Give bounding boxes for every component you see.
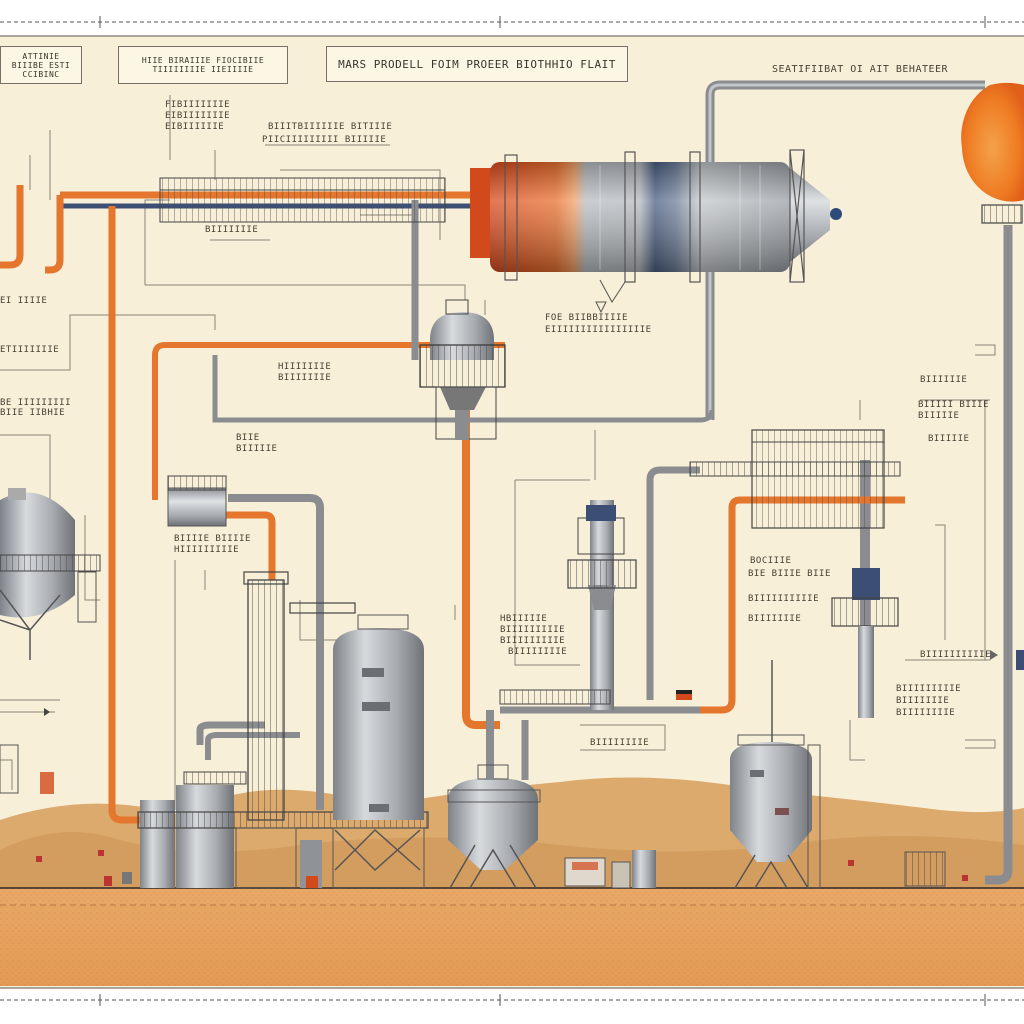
cooler-rack — [689, 429, 901, 529]
annotation-label: BIIITBIIIIIIE BITIIIE — [268, 122, 393, 132]
annotation-label: HIIIIIIIE — [278, 362, 332, 372]
annotation-label: BIIIIIIIIIIE — [748, 594, 820, 604]
annotation-label: EI IIIIE — [0, 296, 48, 306]
left-sphere-tank — [0, 488, 101, 660]
ladder-structure — [243, 571, 356, 821]
annotation-label: FOE BIIBBIIIIE — [545, 313, 628, 323]
corner-label: SEATIFIIBAT OI AIT BEHATEER — [772, 64, 949, 75]
header-box-center-left: HIIE BIRAIIIE FIOCIBIIE TIIIIIIIIE IIEII… — [118, 46, 288, 84]
ground-equipment — [0, 690, 968, 889]
annotation-label: BIIE IIBHIE — [0, 408, 66, 418]
big-storage-tank — [332, 614, 425, 889]
annotation-label: BOCIIIE — [750, 556, 792, 566]
leader-lines — [0, 95, 996, 810]
main-reactor — [470, 149, 842, 283]
annotation-label: BIIIIIE — [236, 444, 278, 454]
annotation-label: BIIIII BIIIE — [918, 400, 990, 410]
annotation-label: ETIIIIIIIE — [0, 345, 60, 355]
annotation-label: FIBIIIIIIIE — [165, 100, 231, 110]
annotation-label: EIIIIIIIIIIIIIIIIE — [545, 325, 652, 335]
pipe-rack-top — [159, 177, 446, 223]
annotation-label: BIIIIIIIE — [896, 696, 950, 706]
right-stack — [981, 204, 1024, 670]
pipe-orange-separator — [462, 400, 500, 729]
annotation-label: BIE BIIIE BIIE — [748, 569, 831, 579]
distillation-column — [499, 500, 637, 710]
annotation-label: BIIE — [236, 433, 260, 443]
annotation-label: BIIIIIIIE — [205, 225, 259, 235]
pipe-orange-right — [700, 496, 905, 714]
annotation-label: HBIIIIIE — [500, 614, 548, 624]
cone-hopper-center — [447, 764, 541, 889]
annotation-label: BIIIIIIIE — [748, 614, 802, 624]
dimension-line-bottom — [0, 987, 1024, 1006]
annotation-label: EIBIIIIIIIE — [165, 111, 231, 121]
annotation-label: BE IIIIIIIII — [0, 398, 72, 408]
header-box-left: ATTINIE BIIIBE ESTI CCIBINC — [0, 46, 82, 84]
pipe-gray-loop-inner — [708, 83, 985, 420]
arrow-head-3 — [595, 301, 607, 314]
diagram-title: MARS PRODELL FOIM PROEER BIOTHHIO FLAIT — [326, 46, 628, 82]
pipe-orange-left-1 — [45, 195, 64, 274]
arrow-head-2 — [990, 650, 998, 660]
pipe-gray-bundle — [196, 721, 265, 745]
heat-exchanger-small — [167, 475, 227, 527]
annotation-label: BIIIIIIIIIE — [500, 625, 566, 635]
annotation-label: EIBIIIIIIE — [165, 122, 225, 132]
cone-tank-right — [730, 660, 821, 889]
pipe-gray-6 — [985, 225, 1013, 885]
annotation-label: BIIIIIIIIIIE — [920, 650, 992, 660]
annotation-label: BIIIIIIIIE — [896, 708, 956, 718]
annotation-label: BIIIIIIE — [920, 375, 968, 385]
pipe-orange-mid-2 — [220, 511, 276, 580]
annotation-label: BIIIIE BIIIIE — [174, 534, 251, 544]
pipe-orange-vertical-left — [108, 206, 145, 824]
separator-tower — [419, 299, 506, 440]
annotation-label: BIIIIIIIIE — [590, 738, 650, 748]
pipe-orange-mid — [152, 342, 505, 500]
annotation-label: BIIIIIIIIE — [508, 647, 568, 657]
sun — [961, 82, 1024, 202]
arrow-head-1 — [44, 708, 50, 716]
annotation-label: BIIIIIE — [918, 411, 960, 421]
pipe-gray-3 — [228, 494, 324, 810]
reactor-support-leader — [599, 279, 626, 303]
pipe-orange-left-2 — [0, 185, 24, 269]
right-column — [831, 568, 899, 718]
annotation-label: BIIIIIIIE — [278, 373, 332, 383]
annotation-label: BIIIIIIIIIE — [896, 684, 962, 694]
ground-texture — [0, 888, 1024, 986]
pipe-gray-2 — [212, 355, 715, 423]
dimension-line-top — [0, 16, 1024, 37]
annotation-label: BIIIIIE — [928, 434, 970, 444]
annotation-label: BIIIIIIIIIE — [500, 636, 566, 646]
pipe-gray-4 — [646, 466, 700, 700]
annotation-label: HIIIIIIIIIE — [174, 545, 240, 555]
annotation-label: PIICIIIIIIIII BIIIIIE — [262, 135, 387, 145]
pipe-gray-bundle-2 — [205, 732, 300, 760]
